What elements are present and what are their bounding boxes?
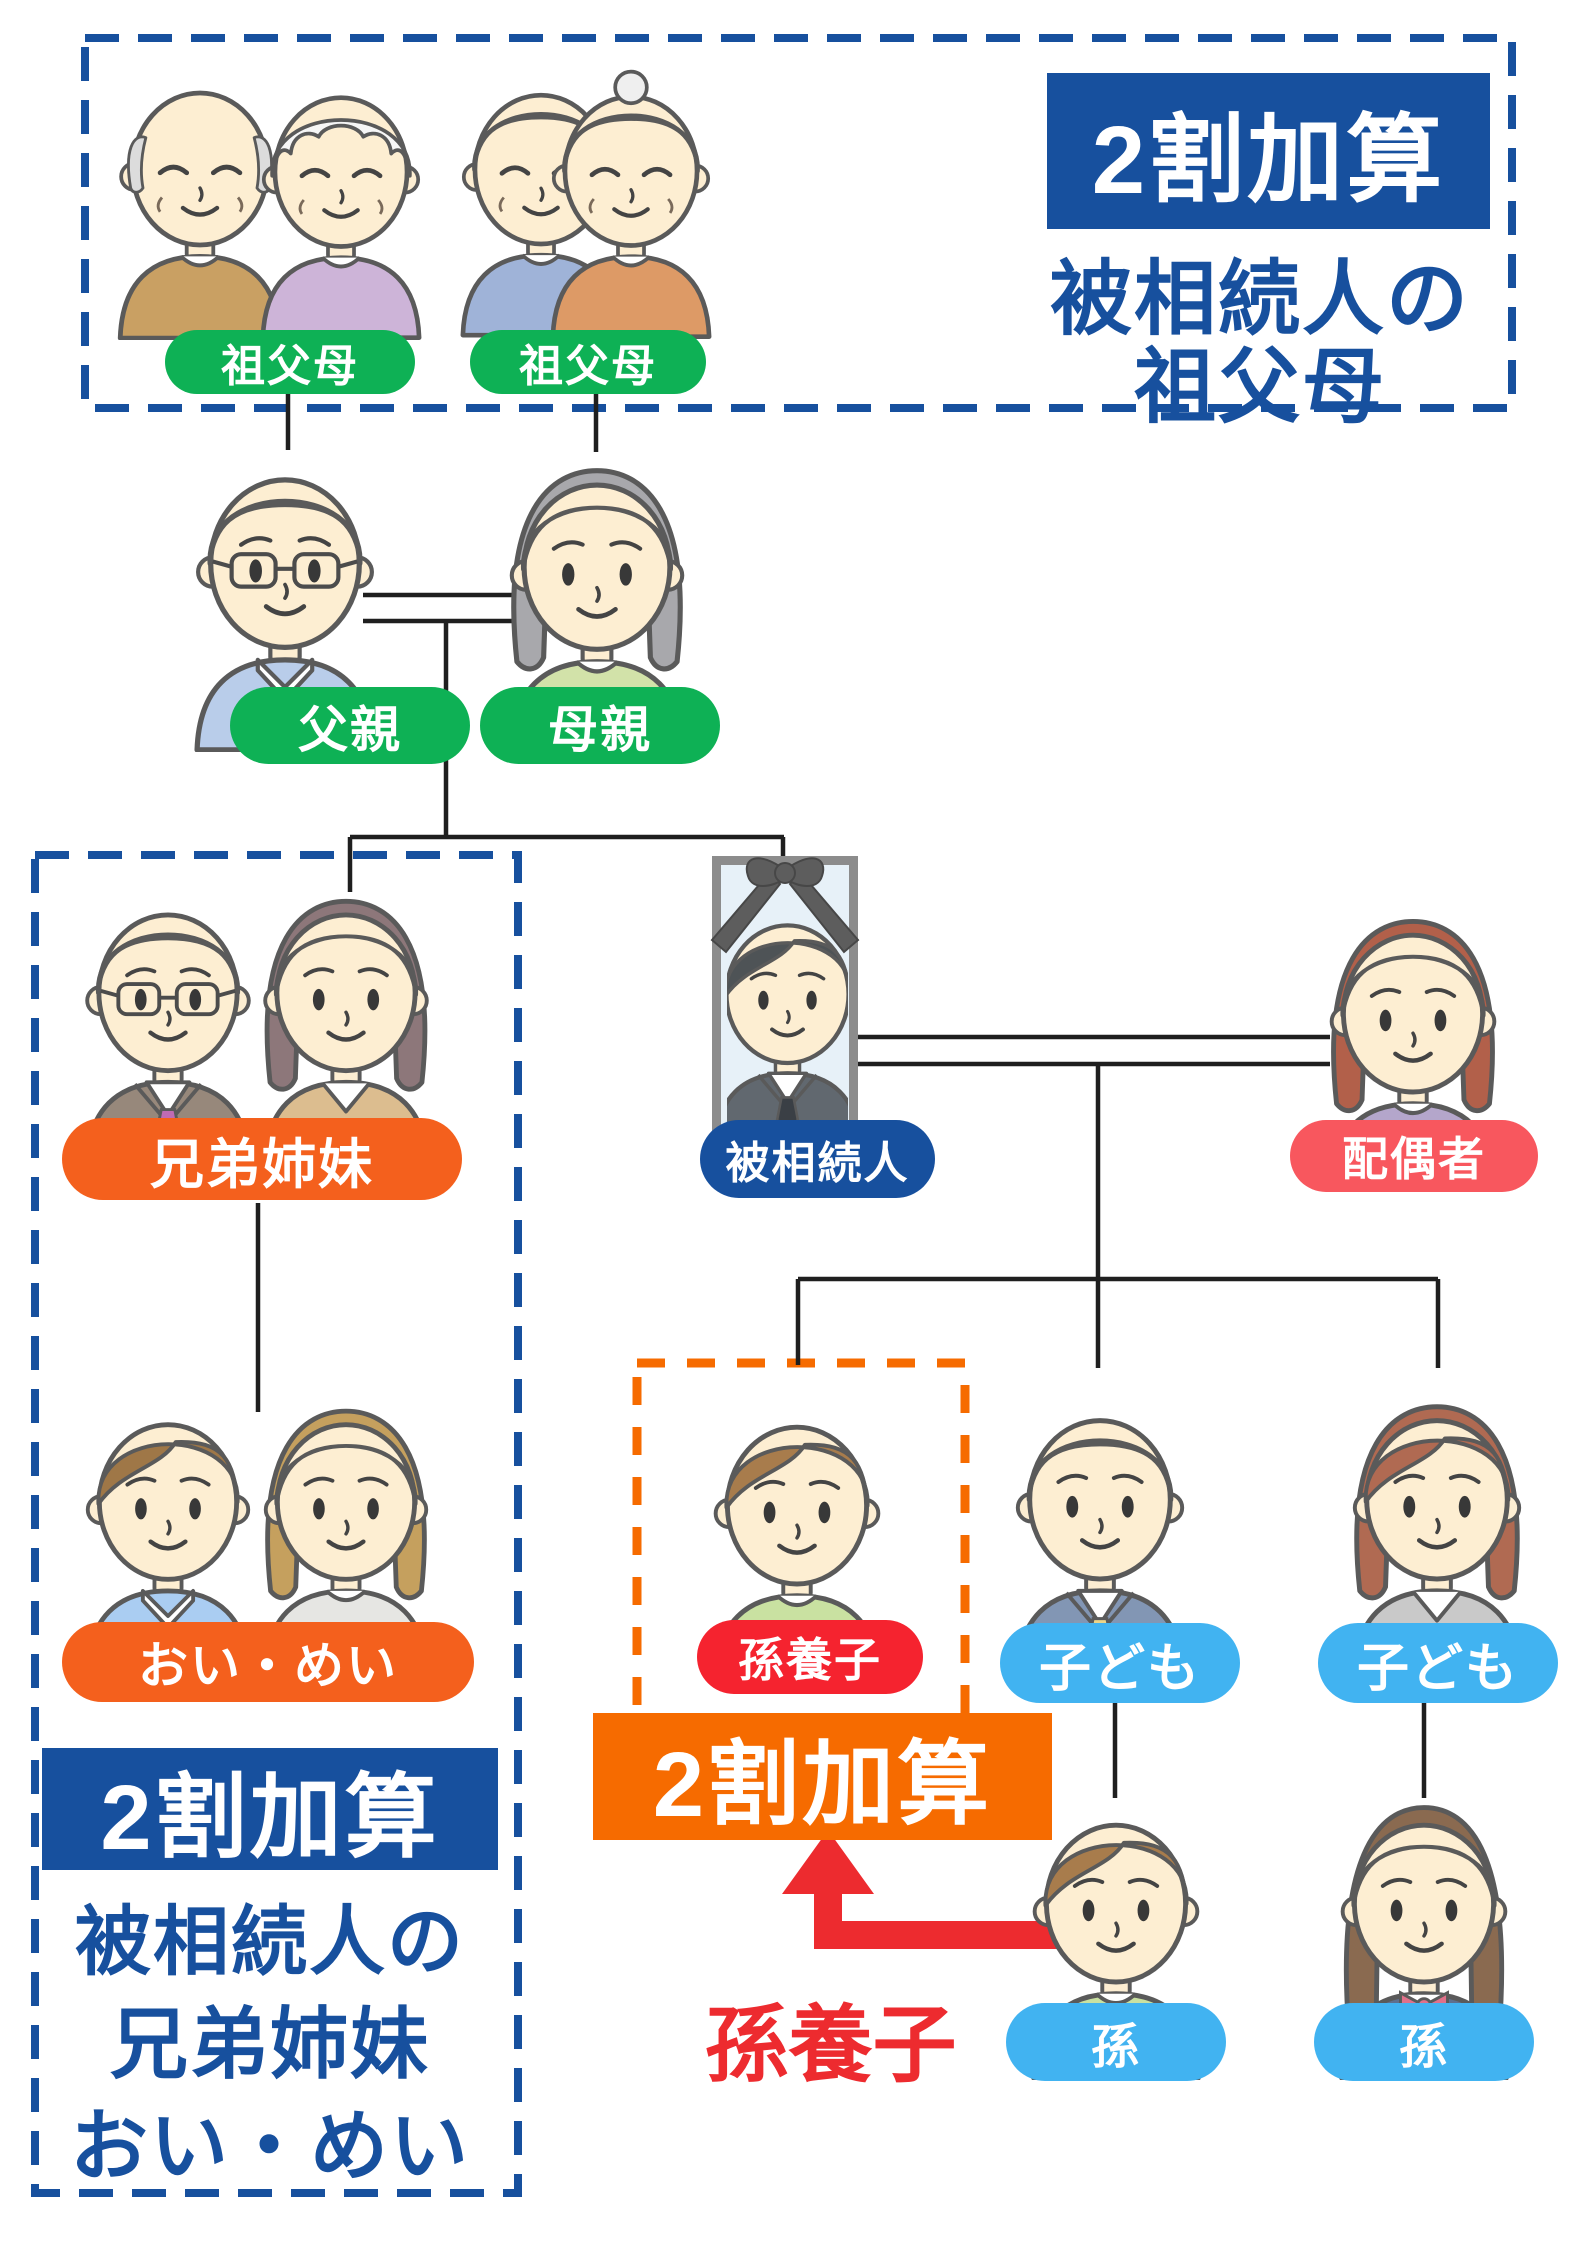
left-callout-line2: 兄弟姉妹 — [109, 2000, 430, 2088]
deceased-label: 被相続人 — [700, 1120, 935, 1198]
child-b-label: 子ども — [1318, 1623, 1558, 1703]
father-label: 父親 — [230, 687, 470, 764]
left-callout-line3: おい・めい — [69, 2102, 470, 2190]
left-callout-line1: 被相続人の — [75, 1900, 465, 1985]
top-surcharge-badge: 2割加算 — [1047, 73, 1490, 229]
adopted-grandchild-label: 孫養子 — [697, 1620, 923, 1694]
spouse-label: 配偶者 — [1290, 1120, 1538, 1192]
grandparents-dashed-box — [81, 34, 1516, 412]
memorial-photo-frame — [712, 856, 858, 1152]
mourning-ribbon-icon — [710, 857, 860, 954]
grandchild-a-label: 孫 — [1006, 2003, 1226, 2081]
nephew-niece-label: おい・めい — [62, 1622, 474, 1702]
siblings-label: 兄弟姉妹 — [62, 1118, 462, 1200]
center-surcharge-badge: 2割加算 — [593, 1713, 1052, 1840]
arrow-label: 孫養子 — [704, 1998, 957, 2092]
grandmother-a-avatar — [248, 60, 434, 340]
left-surcharge-badge: 2割加算 — [42, 1748, 498, 1870]
top-callout-line1: 被相続人の — [1049, 254, 1470, 345]
siblings-dashed-box — [31, 851, 522, 2197]
mother-label: 母親 — [480, 687, 720, 764]
deceased-portrait-avatar — [727, 891, 848, 1143]
grandchild-b-label: 孫 — [1314, 2003, 1534, 2081]
top-callout-line2: 祖父母 — [1133, 342, 1386, 433]
grandparents-a-label: 祖父母 — [165, 330, 415, 394]
marriage-line-deceased-spouse — [858, 1034, 1330, 1067]
child-a-label: 子ども — [1000, 1623, 1240, 1703]
grandparents-b-label: 祖父母 — [470, 330, 706, 394]
grandmother-b-avatar — [538, 58, 724, 340]
